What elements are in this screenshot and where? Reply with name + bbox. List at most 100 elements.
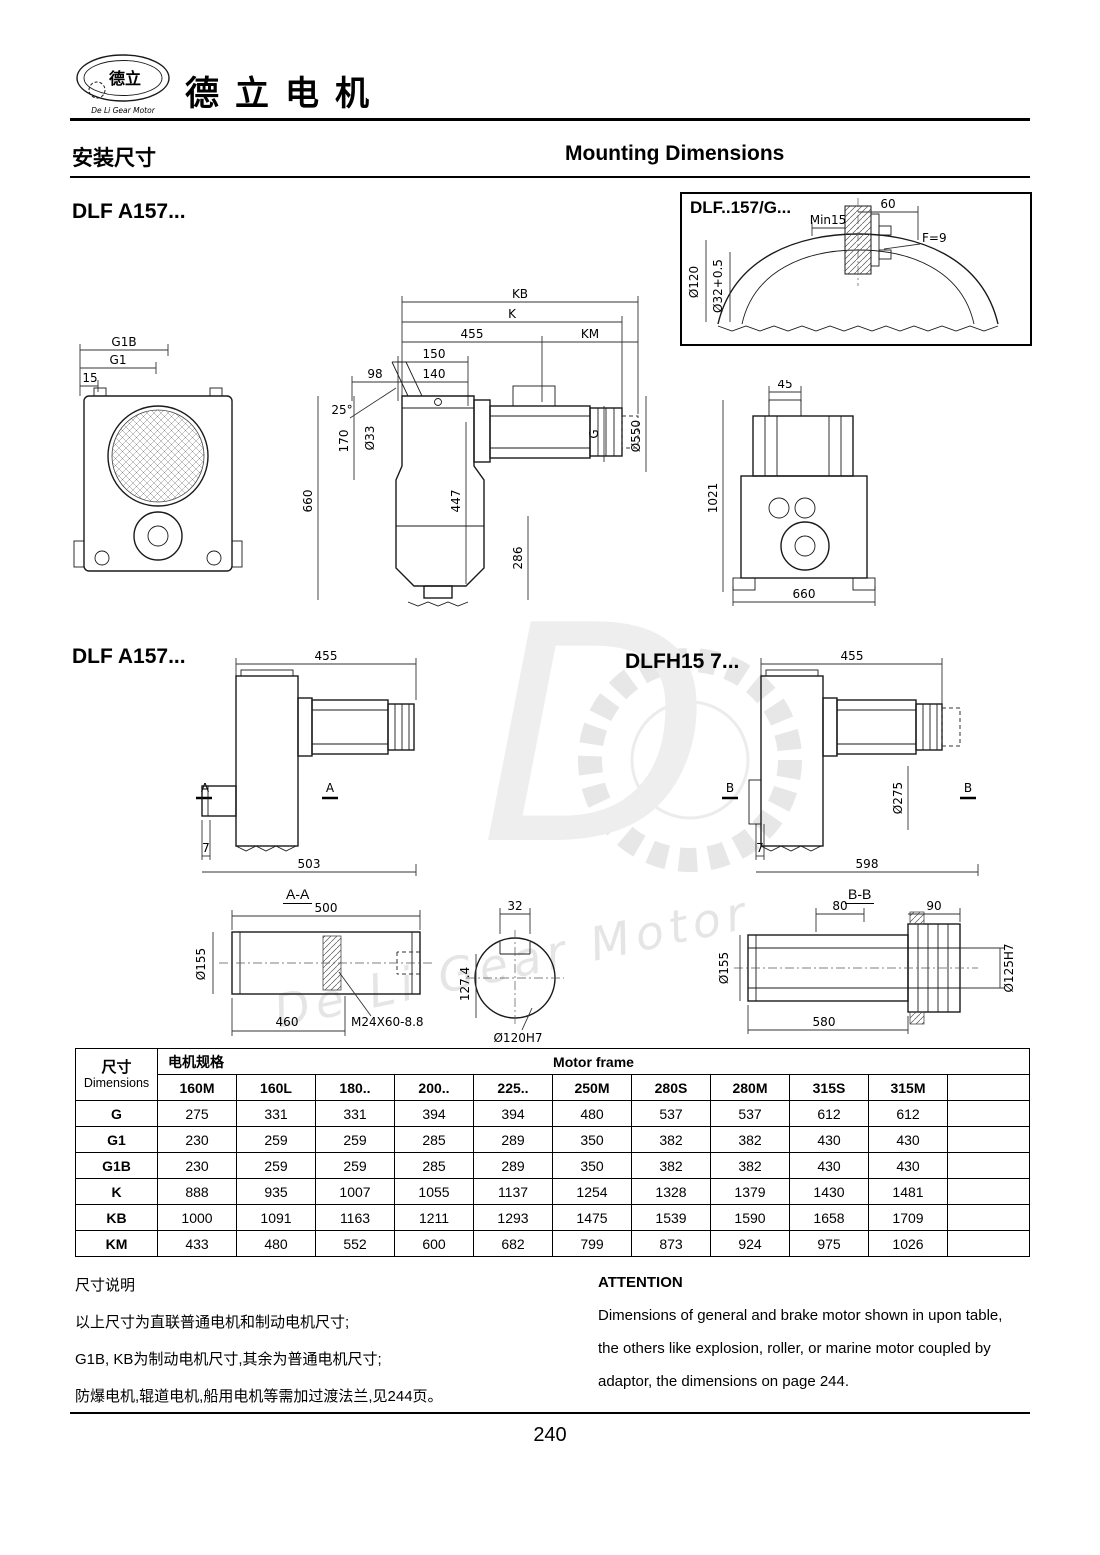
dim-660-rear: 660 [793, 587, 816, 601]
footer-rule [70, 1412, 1030, 1414]
dimension-value-cell: 394 [394, 1100, 474, 1127]
dim-80: 80 [832, 900, 847, 913]
section-aa-drawing: 500 Ø155 460 M24X60-8.8 [194, 901, 433, 1036]
dimension-value-cell: 1539 [631, 1204, 711, 1231]
dimension-value-cell: 1658 [789, 1204, 869, 1231]
front-view-dimensions: G1B G1 15 [79, 336, 169, 396]
dim-g1b: G1B [111, 336, 136, 349]
dimension-value-cell: 1254 [552, 1178, 632, 1205]
dimension-value-cell: 924 [710, 1230, 790, 1257]
notes-zh: 尺寸说明 以上尺寸为直联普通电机和制动电机尺寸; G1B, KB为制动电机尺寸,… [75, 1274, 575, 1406]
table-header-motorframe-en: Motor frame [553, 1053, 634, 1070]
side-view-dimensions: KB K 455 KM 150 98 140 660 170 Ø33 25° 4… [301, 287, 647, 600]
dimension-value-cell: 799 [552, 1230, 632, 1257]
dimension-value-cell: 682 [473, 1230, 553, 1257]
dimension-row-label: K [75, 1178, 158, 1205]
dim-min15: Min15 [810, 213, 847, 227]
dim-7-left: 7 [202, 841, 210, 855]
dimension-value-cell: 935 [236, 1178, 316, 1205]
table-header-motorspec-zh: 电机规格 [168, 1053, 224, 1070]
column-header: 160M [157, 1074, 237, 1101]
empty-cell [947, 1100, 1030, 1127]
section-mark-a-left: A [201, 781, 210, 795]
dimension-value-cell: 382 [710, 1126, 790, 1153]
column-header: 225.. [473, 1074, 553, 1101]
dim-550: Ø550 [629, 420, 643, 452]
section-mark-b-left: B [726, 781, 734, 795]
aa-dimensions: 500 Ø155 460 M24X60-8.8 [194, 901, 424, 1036]
column-header: 280S [631, 1074, 711, 1101]
section-bb-drawing: 80 90 Ø155 580 Ø125H7 [717, 900, 1016, 1034]
empty-cell [947, 1178, 1030, 1205]
dimension-value-cell: 1007 [315, 1178, 395, 1205]
flange-outline [717, 198, 999, 332]
dimension-value-cell: 480 [236, 1230, 316, 1257]
empty-cell [947, 1152, 1030, 1179]
section-mark-b-right: B [964, 781, 972, 795]
dim-k: K [508, 307, 517, 321]
dimension-value-cell: 1091 [236, 1204, 316, 1231]
drawing-label-dlfa157-top: DLF A157... [72, 200, 186, 223]
dim-60: 60 [880, 197, 895, 211]
bb-dimensions: 80 90 Ø155 580 Ø125H7 [717, 900, 1016, 1034]
dimension-value-cell: 600 [394, 1230, 474, 1257]
notes-en-line: Dimensions of general and brake motor sh… [598, 1307, 1003, 1324]
dimension-value-cell: 1000 [157, 1204, 237, 1231]
notes-zh-line: 防爆电机,辊道电机,船用电机等需加过渡法兰,见244页。 [75, 1388, 443, 1405]
dim-98: 98 [367, 367, 382, 381]
notes-en-line: the others like explosion, roller, or ma… [598, 1340, 991, 1357]
dimension-value-cell: 230 [157, 1152, 237, 1179]
column-header: 200.. [394, 1074, 474, 1101]
shaft-end-outline [466, 930, 564, 1026]
dim-170: 170 [337, 430, 351, 453]
table-header-dimensions-zh: 尺寸 [101, 1059, 132, 1076]
dimension-value-cell: 1137 [473, 1178, 553, 1205]
flange-dimensions: 60 Min15 F=9 Ø120 Ø32+0.5 [687, 197, 947, 322]
dimension-value-cell: 888 [157, 1178, 237, 1205]
dimension-row-label: KM [75, 1230, 158, 1257]
shaft-end-drawing: 32 127.4 Ø120H7 [458, 900, 564, 1045]
drawing-label-dlfg: DLF..157/G... [690, 198, 792, 217]
dlfh157-outline [748, 669, 961, 852]
notes-en-line: adaptor, the dimensions on page 244. [598, 1373, 850, 1390]
fan-grille [111, 409, 205, 503]
dimension-row-label: G [75, 1100, 158, 1127]
shaft-view-dimensions: 455 A A 7 503 [196, 649, 417, 876]
dim-1021: 1021 [706, 483, 720, 514]
dim-g1: G1 [110, 353, 127, 367]
dimension-value-cell: 873 [631, 1230, 711, 1257]
dimension-value-cell: 1026 [868, 1230, 948, 1257]
dimension-value-cell: 430 [868, 1126, 948, 1153]
rear-outline [732, 399, 876, 591]
dim-125h7: Ø125H7 [1002, 943, 1016, 992]
dim-155-bb: Ø155 [717, 952, 731, 984]
dimension-value-cell: 259 [315, 1126, 395, 1153]
dimension-value-cell: 230 [157, 1126, 237, 1153]
dimension-value-cell: 394 [473, 1100, 553, 1127]
column-header: 315S [789, 1074, 869, 1101]
dimension-value-cell: 1709 [868, 1204, 948, 1231]
dimension-value-cell: 612 [789, 1100, 869, 1127]
section-label-bb: B-B [845, 886, 875, 904]
dim-127-4: 127.4 [458, 967, 472, 1001]
dimension-value-cell: 382 [631, 1152, 711, 1179]
table-header-dimensions: 尺寸 Dimensions [75, 1048, 158, 1101]
dim-580: 580 [813, 1015, 836, 1029]
side-view-drawing: KB K 455 KM 150 98 140 660 170 Ø33 25° 4… [301, 287, 647, 607]
shaft-view-outline [201, 669, 415, 852]
dim-m24: M24X60-8.8 [351, 1015, 424, 1029]
dimension-value-cell: 430 [868, 1152, 948, 1179]
dim-150: 150 [423, 347, 446, 361]
dimension-value-cell: 1328 [631, 1178, 711, 1205]
table-header-dimensions-en: Dimensions [83, 1076, 150, 1090]
dim-90: 90 [926, 900, 941, 913]
empty-cell [947, 1126, 1030, 1153]
column-header: 315M [868, 1074, 948, 1101]
dim-g: G [587, 429, 601, 438]
dim-120: Ø120 [687, 266, 701, 298]
